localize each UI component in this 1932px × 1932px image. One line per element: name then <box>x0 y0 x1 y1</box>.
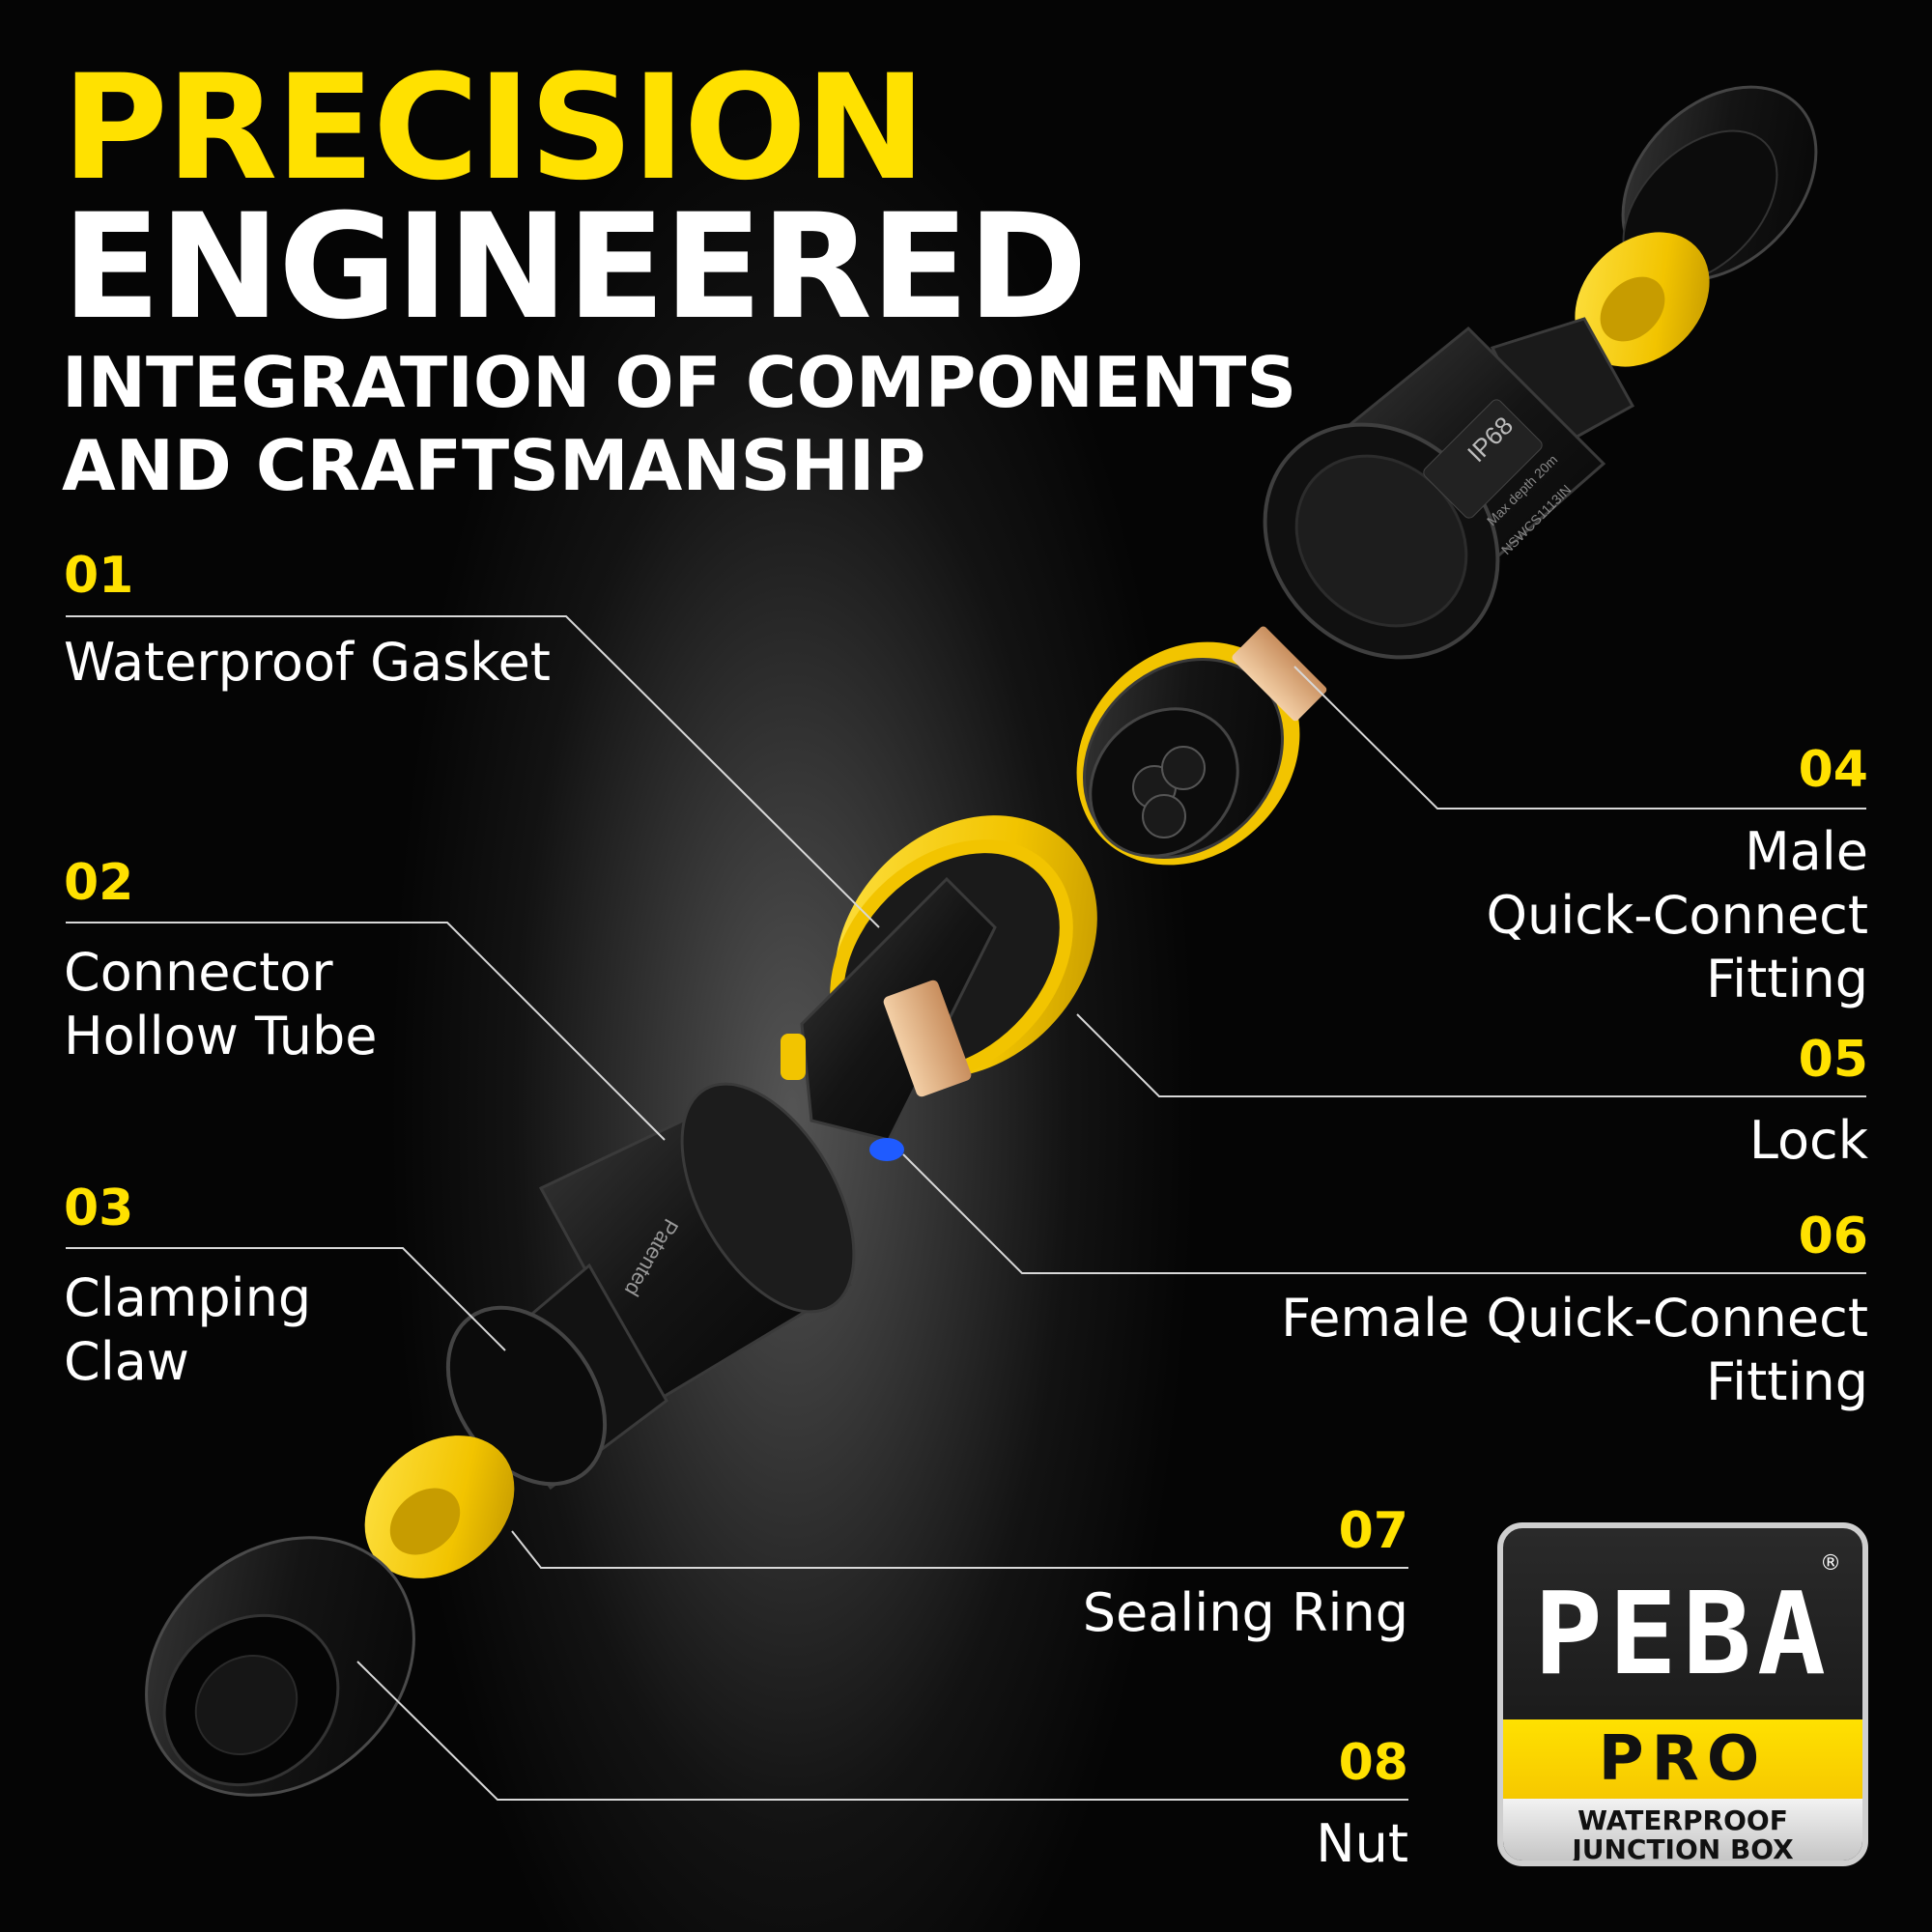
leader-line-07 <box>511 1530 1408 1569</box>
label-line: Claw <box>64 1331 189 1392</box>
component-number-06: 06 <box>1798 1208 1868 1265</box>
component-number-08: 08 <box>1338 1734 1408 1792</box>
bottom-nut <box>145 1536 415 1797</box>
top-claw-body: IP68 Max depth 20m NSWCS1113IN <box>1263 317 1635 660</box>
component-number-05: 05 <box>1798 1031 1868 1089</box>
component-label-male-quick-connect-fitting: Male Quick-Connect Fitting <box>1487 820 1868 1011</box>
badge-line-1: WATERPROOF <box>1577 1804 1788 1836</box>
badge-line-2: JUNCTION BOX <box>1572 1833 1794 1865</box>
registered-mark: ® <box>1820 1551 1841 1576</box>
male-quick-connect-fitting-part <box>1076 626 1327 866</box>
label-line: Quick-Connect <box>1486 885 1868 946</box>
component-label-nut: Nut <box>1316 1813 1408 1874</box>
bottom-sealing-ring <box>364 1435 515 1578</box>
badge-tier: PRO <box>1503 1719 1862 1799</box>
component-number-03: 03 <box>64 1179 134 1237</box>
headline-sub-1: INTEGRATION OF COMPONENTS <box>62 342 1297 423</box>
brand-badge: PEBA ® PRO WATERPROOF JUNCTION BOX <box>1497 1522 1868 1866</box>
label-line: Fitting <box>1706 1351 1868 1412</box>
headline-sub-2: AND CRAFTSMANSHIP <box>62 425 926 506</box>
brand-logo: PEBA <box>1533 1567 1833 1700</box>
headline-precision: PRECISION <box>62 44 926 213</box>
female-quick-connect-fitting-part <box>781 815 1097 1161</box>
component-number-01: 01 <box>64 547 134 605</box>
top-sealing-ring <box>1575 232 1710 367</box>
headline: PRECISION ENGINEERED INTEGRATION OF COMP… <box>62 56 1296 506</box>
leader-line-06 <box>902 1153 1866 1274</box>
component-label-lock: Lock <box>1748 1110 1868 1171</box>
component-label-waterproof-gasket: Waterproof Gasket <box>64 632 551 693</box>
component-label-sealing-ring: Sealing Ring <box>1082 1582 1408 1643</box>
leader-line-01 <box>66 615 880 928</box>
headline-engineered: ENGINEERED <box>62 184 1088 352</box>
component-label-clamping-claw: Clamping Claw <box>64 1266 311 1394</box>
leader-line-04 <box>1293 666 1866 810</box>
leader-line-08 <box>356 1661 1408 1801</box>
lock-indicator <box>869 1138 904 1161</box>
component-label-female-quick-connect-fitting: Female Quick-Connect Fitting <box>1281 1287 1868 1414</box>
label-line: Female Quick-Connect <box>1281 1288 1868 1349</box>
leader-line-03 <box>66 1247 506 1351</box>
clamping-claw-part <box>445 1263 668 1491</box>
component-number-04: 04 <box>1798 741 1868 799</box>
label-line: Connector <box>64 942 333 1003</box>
component-number-02: 02 <box>64 854 134 912</box>
leader-line-05 <box>1076 1013 1866 1097</box>
label-line: Clamping <box>64 1267 312 1328</box>
component-number-07: 07 <box>1338 1502 1408 1560</box>
label-line: Fitting <box>1706 949 1868 1009</box>
label-line: Male <box>1745 821 1868 882</box>
badge-product-type: WATERPROOF JUNCTION BOX <box>1503 1799 1862 1865</box>
label-line: Hollow Tube <box>64 1006 378 1066</box>
leader-line-02 <box>66 922 666 1141</box>
component-label-connector-hollow-tube: Connector Hollow Tube <box>64 941 378 1068</box>
